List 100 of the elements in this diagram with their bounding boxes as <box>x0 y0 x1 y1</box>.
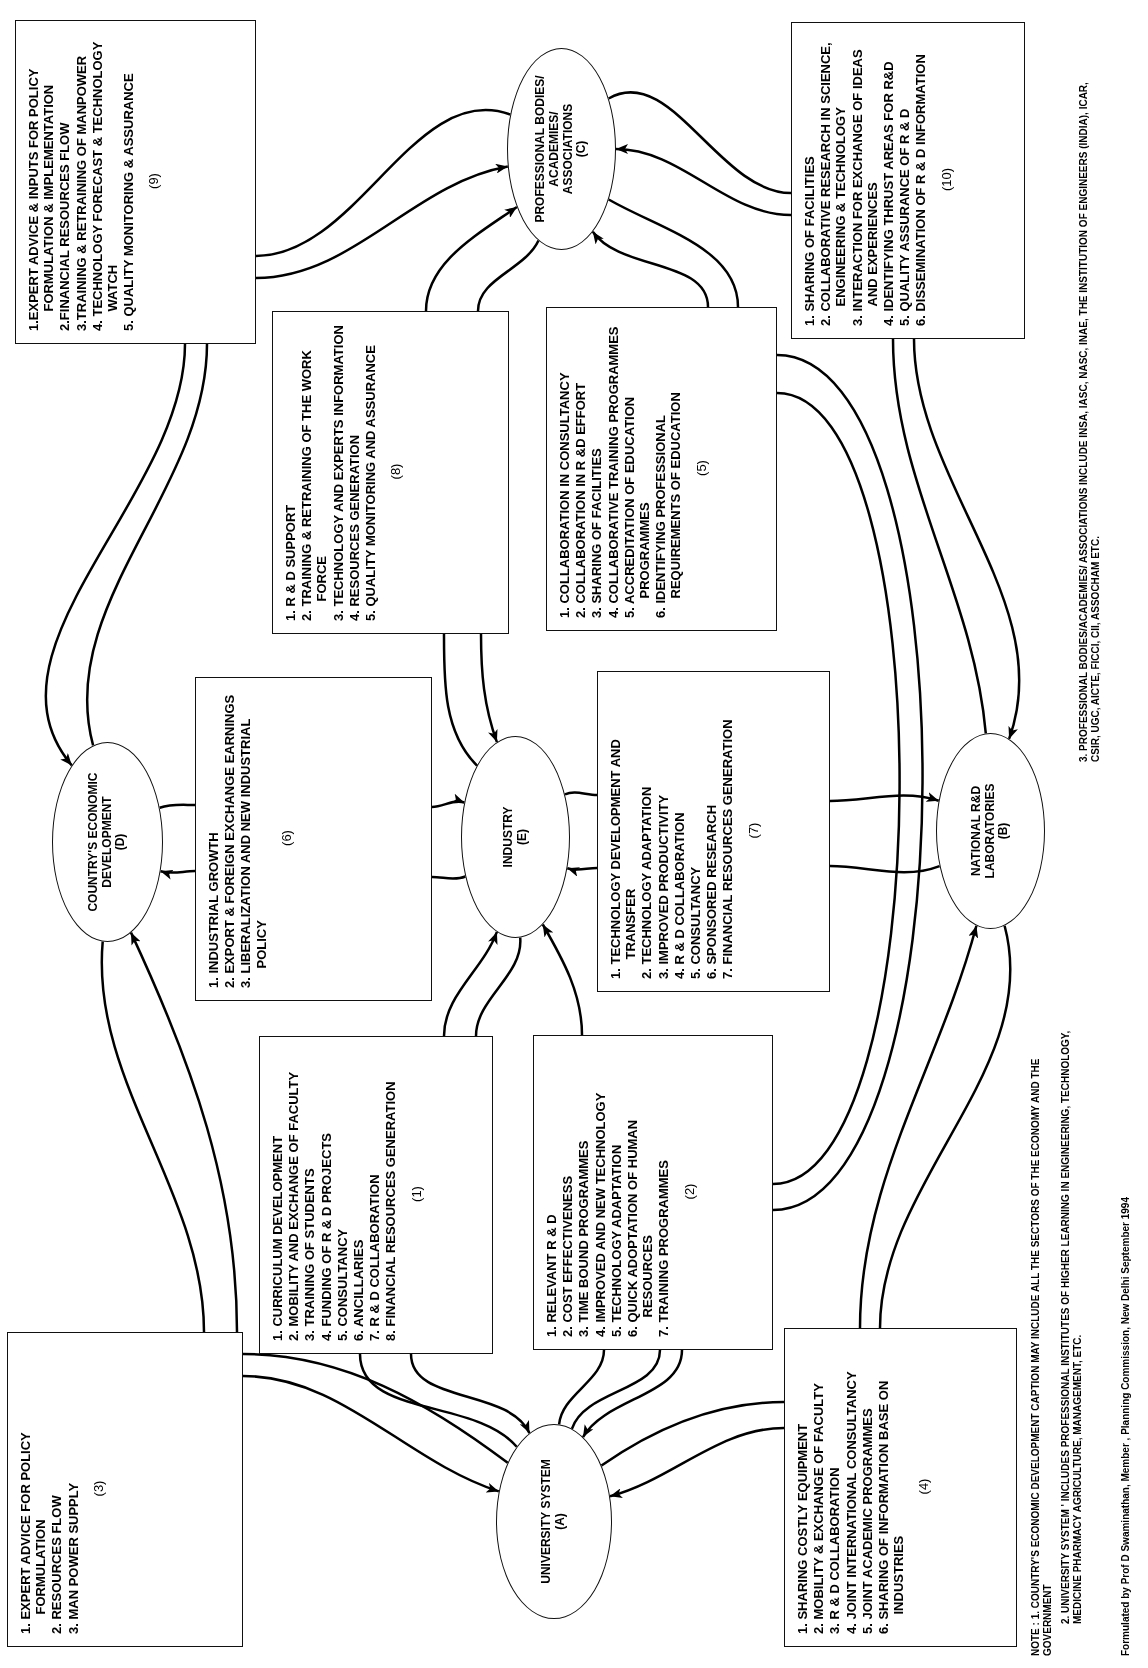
arrow <box>582 1349 684 1438</box>
list-item: 4. TECHNOLOGY FORECAST & TECHNOLOGY WATCH <box>89 40 121 331</box>
list-item: 3. MAN POWER SUPPLY <box>65 1481 81 1634</box>
list-item: 1. SHARING OF FACILITIES <box>802 155 818 326</box>
list-item: 2. COST EFFECTIVENESS <box>560 1174 576 1337</box>
info-box <box>195 677 432 1001</box>
connector-line <box>358 1353 518 1448</box>
list-item: 6. ANCILLARIES <box>351 1238 367 1341</box>
arrow <box>479 634 499 743</box>
info-box <box>15 20 256 344</box>
list-item: 6. SPONSORED RESEARCH <box>704 803 720 979</box>
arrow <box>255 164 509 280</box>
list-item: 1. TECHNOLOGY DEVELOPMENT AND TRANSFER <box>608 738 639 979</box>
list-item: 3. TRAINING OF STUDENTS <box>302 1167 318 1341</box>
list-item: 5. CONSULTANCY <box>334 1227 350 1341</box>
list-item: 3. R & D COLLABORATION <box>827 1466 843 1634</box>
list-item: 5. CONSULTANCY <box>688 865 704 979</box>
list-item: 2. COLLABORATION IN R &D EFFORT <box>573 381 589 618</box>
arrow <box>129 932 239 1333</box>
arrow <box>44 343 187 767</box>
connector-line <box>255 108 511 258</box>
arrow <box>242 1374 500 1493</box>
list-item: 2. COLLABORATIVE RESEARCH IN SCIENCE, ENGINEERING & TECHNOLOGY <box>818 41 849 326</box>
sector-name: PROFESSIONAL BODIES/ ACADEMIES/ ASSOCIATIONS <box>533 74 576 225</box>
list-item: 3. IMPROVED PRODUCTIVITY <box>655 793 671 979</box>
connector-line <box>608 198 740 308</box>
list-item: 5. JOINT ACADEMIC PROGRAMMES <box>859 1407 875 1634</box>
list-item: 5. QUALITY MONITORING & ASSURANCE <box>121 72 137 331</box>
arrow <box>541 923 584 1036</box>
list-item: 1.EXPERT ADVICE & INPUTS FOR POLICY FORMULATION & IMPLEMENTATION <box>26 67 57 331</box>
list-item: 2. MOBILITY & EXCHANGE OF FACULTY <box>811 1382 827 1634</box>
list-item: 4. JOINT INTERNATIONAL CONSULTANCY <box>843 1370 859 1634</box>
connector-line <box>829 864 940 874</box>
connector-line <box>600 1400 785 1467</box>
list-item: 6. SHARING OF INFORMATION BASE ON INDUSTRIES <box>876 1379 907 1634</box>
box-number: (1) <box>408 1185 424 1204</box>
arrow <box>431 794 465 809</box>
connector-line <box>557 1349 606 1425</box>
connector-line <box>878 925 1012 1329</box>
connector-line <box>476 239 540 312</box>
box-number: (10) <box>938 166 954 194</box>
arrow <box>160 869 196 880</box>
list-item: 1. COLLABORATION IN CONSULTANCY <box>557 371 573 618</box>
info-box <box>791 22 1025 339</box>
list-item: 7. TRAINING PROGRAMMES <box>656 1159 672 1337</box>
list-item: 4. COLLABORATIVE TRAINING PROGRAMMES <box>605 325 621 618</box>
connector-line <box>442 634 478 767</box>
list-item: 7. FINANCIAL RESOURCES GENERATION <box>720 718 736 979</box>
arrow <box>409 1353 531 1434</box>
arrow <box>567 866 598 877</box>
info-box <box>272 311 509 634</box>
note-text: NOTE : 1. COUNTRY'S ECONOMIC DEVELOPMENT CAPTION MAY INCLUDE ALL THE SECTORS OF THE ECONOMY AND THE GOVERNMENT <box>1030 1057 1054 1656</box>
arrow <box>609 1426 785 1498</box>
list-item: 2. EXPORT & FOREIGN EXCHANGE EARNINGS <box>222 693 238 988</box>
list-item: 4. R & D COLLABORATION <box>671 811 687 979</box>
list-item: 2. TECHNOLOGY ADAPTATION <box>639 785 655 979</box>
arrow <box>442 931 499 1037</box>
connector-line <box>431 875 466 880</box>
list-item: 4. RESOURCES GENERATION <box>346 433 362 621</box>
list-item: 6. QUICK ADOPTATION OF HUMAN RESOURCES <box>625 1118 656 1337</box>
sector-letter: (D) <box>114 833 129 851</box>
arrow <box>591 230 710 308</box>
info-box <box>546 307 777 631</box>
sector-name: UNIVERSITY SYSTEM <box>540 1459 554 1584</box>
note-text: 3. PROFESSIONAL BODIES/ACADEMIES/ ASSOCIATIONS INCLUDE INSA, IASC, NASC, INAE, THE INSTITUTION OF ENGINEERS (INDIA), ICAR, CSIR, UGC, AICTE, FICCI, CII, ASSOCHAM ETC. <box>1078 81 1102 762</box>
list-item: 3. SHARING OF FACILITIES <box>589 447 605 618</box>
list-item: 3. TIME BOUND PROGRAMMES <box>576 1139 592 1337</box>
arrow <box>829 792 940 803</box>
list-item: 8. FINANCIAL RESOURCES GENERATION <box>383 1080 399 1341</box>
credit-line: Formulated by Prof D Swaminathan, Member , Planning Commission, New Delhi September 1994 <box>1120 1196 1132 1656</box>
list-item: 1. RELEVANT R & D <box>544 1213 560 1337</box>
list-item: 5. QUALITY MONITORING AND ASSURANCE <box>363 344 379 621</box>
box-number: (7) <box>745 821 761 841</box>
info-box <box>784 1328 1017 1647</box>
sector-letter: (E) <box>515 829 530 845</box>
box-number: (8) <box>388 462 404 482</box>
arrow <box>615 145 792 217</box>
list-item: 5. TECHNOLOGY ADAPTATION <box>608 1143 624 1337</box>
list-item: 1. INDUSTRIAL GROWTH <box>206 831 222 988</box>
connector-line <box>242 1352 509 1464</box>
sector-name: NATIONAL R&D LABORATORIES <box>969 782 998 881</box>
connector-line <box>772 391 901 1186</box>
box-number: (5) <box>693 459 709 478</box>
list-item: 7. R & D COLLABORATION <box>367 1173 383 1341</box>
box-number: (4) <box>916 1477 932 1497</box>
connector-line <box>570 1349 662 1430</box>
arrow <box>424 205 518 312</box>
list-item: 2. MOBILITY AND EXCHANGE OF FACULTY <box>286 1070 302 1341</box>
list-item: 3. TECHNOLOGY AND EXPERTS INFORMATION <box>330 324 346 621</box>
connector-line <box>608 91 792 195</box>
list-item: 4. IDENTIFYING THRUST AREAS FOR R&D <box>881 60 897 326</box>
note-text: 2. UNIVERSITY SYSTEM ' INCLUDES PROFESSIONAL INSTITUTES OF HIGHER LEARNING IN ENGINEERING, TECHNOLOGY, MEDICINE PHARMACY AGRICULTURE, MANAGEMENT, ETC. <box>1060 1029 1084 1624</box>
sector-letter: (C) <box>575 140 590 158</box>
list-item: 1. SHARING COSTLY EQUIPMENT <box>795 1422 811 1634</box>
list-item: 1. CURRICULUM DEVELOPMENT <box>270 1134 286 1341</box>
list-item: 2. TRAINING & RETRAINING OF THE WORK FORCE <box>299 349 330 621</box>
sector-letter: (B) <box>997 822 1012 840</box>
list-item: 1. EXPERT ADVICE FOR POLICY FORMULATION <box>18 1431 49 1634</box>
sector-name: COUNTRY'S ECONOMIC DEVELOPMENT <box>86 771 115 914</box>
list-item: 6. IDENTIFYING PROFESSIONAL REQUIREMENTS OF EDUCATION <box>653 391 684 618</box>
